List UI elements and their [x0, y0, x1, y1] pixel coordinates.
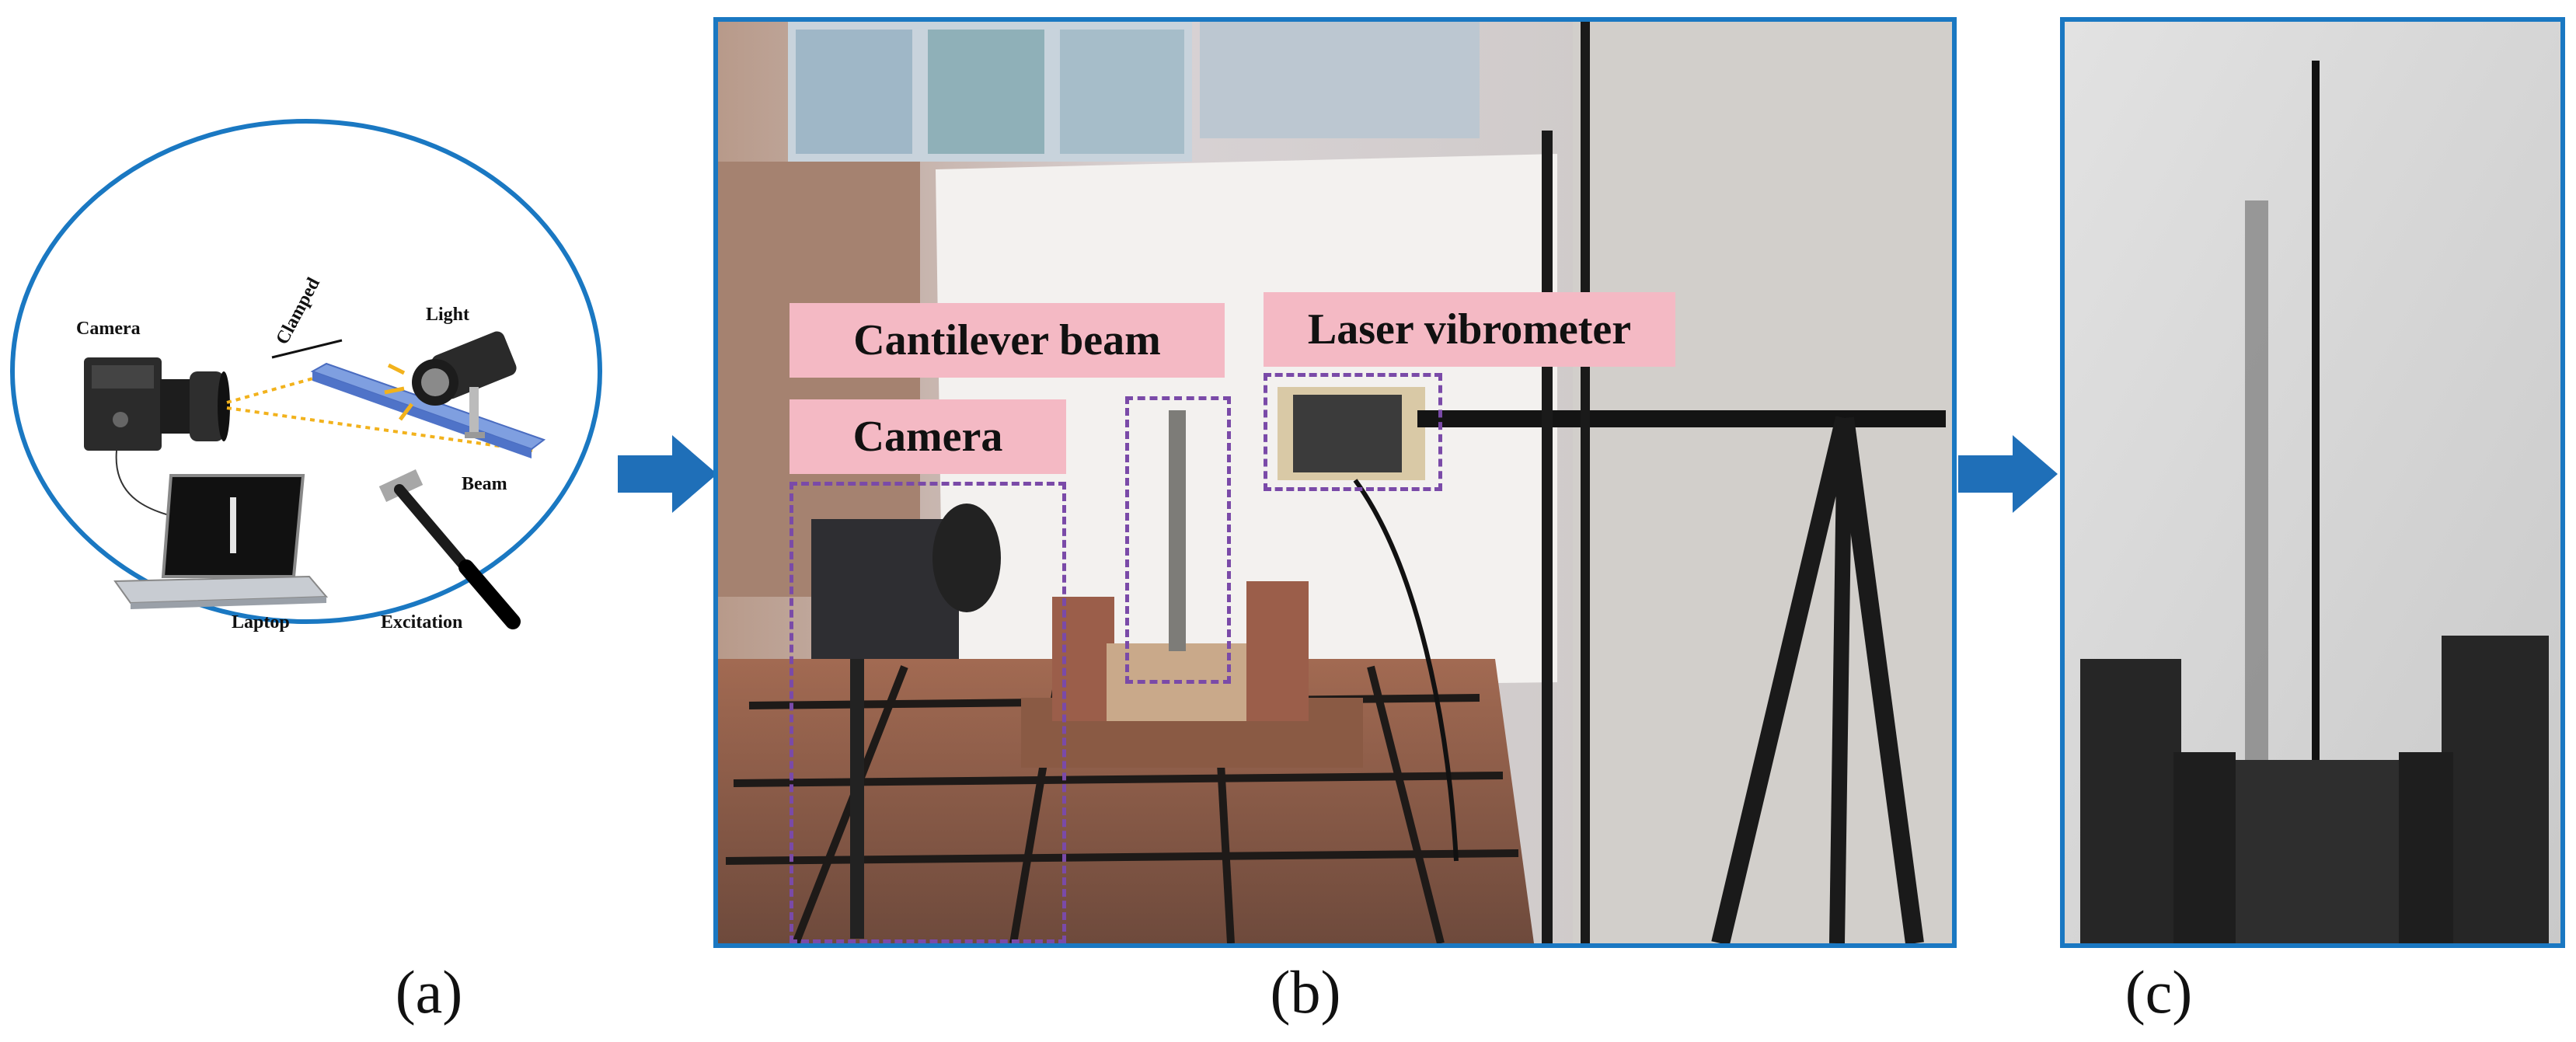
- tag-laser-vibrometer: Laser vibrometer: [1264, 292, 1675, 367]
- panel-label-c: (c): [2125, 958, 2193, 1026]
- highlight-box-camera: [790, 482, 1066, 943]
- camera-icon: [84, 357, 230, 451]
- schematic-diagram: Clamped Camera Light Beam Lapto: [10, 119, 602, 633]
- beam-grayscale-photo: [2065, 22, 2560, 943]
- tag-cantilever-beam: Cantilever beam: [790, 303, 1225, 378]
- arrow-right-icon: [1958, 435, 2058, 513]
- schematic-label-excitation: Excitation: [381, 612, 462, 633]
- panel-a: Clamped Camera Light Beam Lapto: [0, 0, 622, 746]
- lab-photo: [718, 22, 1952, 943]
- highlight-box-beam: [1125, 396, 1231, 684]
- clamp-marker: [271, 339, 343, 359]
- schematic-ellipse: [10, 119, 602, 624]
- panel-label-b: (b): [1270, 958, 1341, 1026]
- arrow-right-icon: [618, 435, 717, 513]
- schematic-label-light: Light: [426, 305, 469, 325]
- laptop-icon: [113, 474, 329, 609]
- schematic-label-laptop: Laptop: [232, 612, 290, 633]
- panel-label-a: (a): [395, 958, 463, 1026]
- hammer-icon: [378, 469, 521, 629]
- photo-panel-c: [2060, 17, 2565, 948]
- light-icon: [384, 331, 517, 438]
- highlight-box-laser: [1264, 373, 1442, 491]
- photo-panel-b: Cantilever beam Laser vibrometer Camera: [713, 17, 1957, 948]
- schematic-label-beam: Beam: [462, 474, 507, 494]
- schematic-label-camera: Camera: [76, 319, 141, 339]
- tag-camera: Camera: [790, 399, 1066, 474]
